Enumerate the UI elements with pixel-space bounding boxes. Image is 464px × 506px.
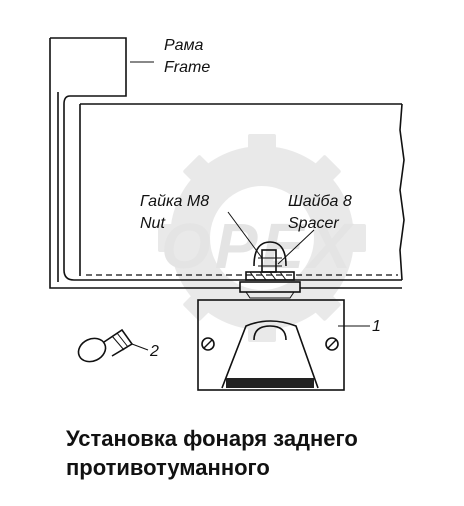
frame-structure (49, 37, 405, 289)
bulb-base (103, 328, 134, 357)
lamp-neck (245, 291, 295, 299)
callout-1: 1 (372, 318, 381, 335)
screw-left-icon (201, 337, 215, 351)
leader-callout-2 (131, 343, 149, 351)
mount-plate (239, 281, 301, 293)
lamp-bulb-socket (253, 325, 287, 341)
frame-outer-edge (49, 38, 84, 289)
label-frame-ru: Рама (164, 37, 204, 54)
bulb-icon (77, 328, 149, 363)
lamp-lens-strip (226, 378, 314, 388)
frame-upper-bracket (50, 37, 127, 97)
lamp-reflector (221, 320, 319, 389)
label-nut-ru: Гайка М8 (140, 193, 209, 210)
frame-inner-edge-2 (63, 95, 75, 281)
watermark-text: OPEX (161, 210, 355, 282)
lamp-body (197, 299, 345, 391)
screw-right-icon (325, 337, 339, 351)
label-washer-en: Spacer (288, 215, 339, 232)
leader-washer (277, 229, 315, 265)
washer-hatch (249, 271, 287, 281)
callout-2: 2 (149, 343, 159, 360)
fog-lamp-housing (197, 299, 370, 391)
caption-line-1: Установка фонаря заднего (66, 426, 358, 451)
label-frame-en: Frame (164, 59, 210, 76)
caption-line-2: противотуманного (66, 455, 270, 480)
watermark-logo: OPEX (158, 134, 366, 342)
label-washer-ru: Шайба 8 (288, 193, 352, 210)
watermark-gear-hole (210, 186, 314, 290)
leader-nut (227, 211, 263, 259)
bulb-base-rings (111, 332, 129, 351)
beam-break-line (399, 103, 405, 281)
nut-dome (253, 241, 287, 267)
label-nut-en: Nut (140, 215, 165, 232)
